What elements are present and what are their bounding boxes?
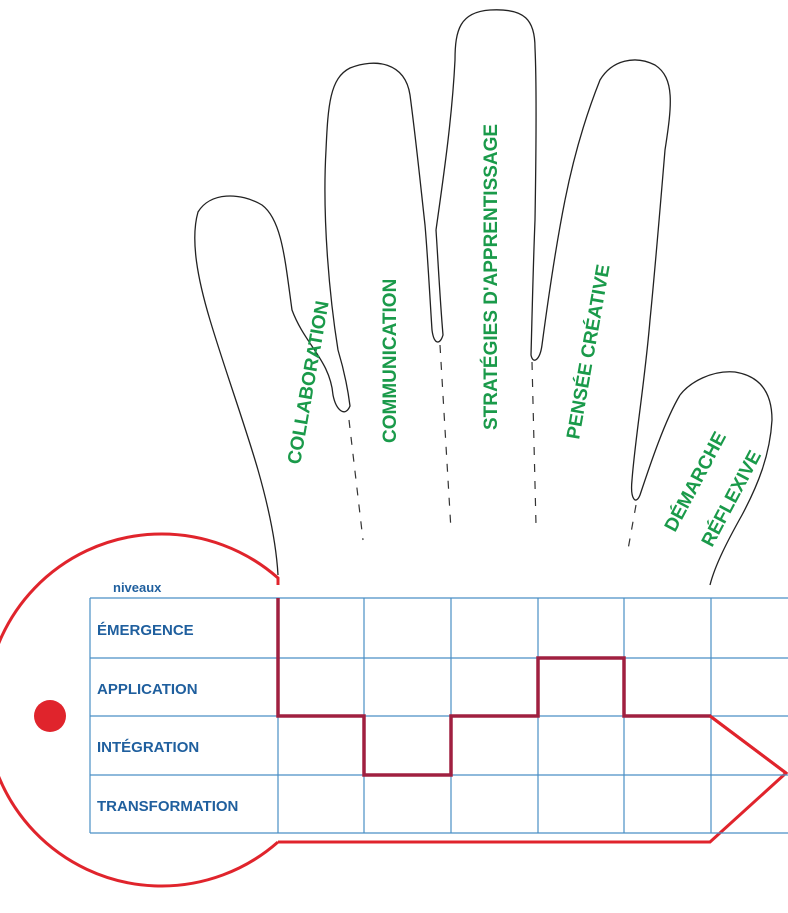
key-bow-arc bbox=[0, 532, 280, 888]
separator-2 bbox=[439, 344, 452, 531]
levels-header: niveaux bbox=[113, 580, 162, 595]
finger-label-collaboration: COLLABORATION bbox=[284, 299, 333, 465]
separator-3 bbox=[531, 361, 537, 526]
finger-pensee-outline bbox=[564, 59, 681, 501]
finger-label-strategies: STRATÉGIES D'APPRENTISSAGE bbox=[480, 124, 502, 430]
separator-1 bbox=[348, 419, 364, 541]
hand-outline bbox=[194, 9, 773, 586]
key-blade-top-tip bbox=[709, 714, 787, 775]
finger-demarche-outline bbox=[679, 371, 773, 586]
finger-label-communication: COMMUNICATION bbox=[380, 279, 401, 443]
separator-4 bbox=[626, 504, 637, 556]
key-profile-line bbox=[276, 598, 711, 777]
level-label-emergence: ÉMERGENCE bbox=[97, 622, 194, 639]
key-hole bbox=[34, 700, 66, 732]
key-blade-outline bbox=[278, 714, 788, 844]
level-label-application: APPLICATION bbox=[97, 681, 198, 698]
level-labels: niveaux ÉMERGENCE APPLICATION INTÉGRATIO… bbox=[97, 580, 238, 815]
finger-separators bbox=[348, 344, 637, 556]
finger-labels: COLLABORATION COMMUNICATION STRATÉGIES D… bbox=[284, 124, 766, 550]
finger-strategies-outline bbox=[435, 9, 566, 361]
finger-communication-outline bbox=[324, 62, 444, 351]
level-label-integration: INTÉGRATION bbox=[97, 739, 199, 756]
finger-label-pensee: PENSÉE CRÉATIVE bbox=[562, 263, 614, 441]
finger-collaboration-outline bbox=[194, 195, 351, 576]
level-label-transformation: TRANSFORMATION bbox=[97, 798, 238, 815]
